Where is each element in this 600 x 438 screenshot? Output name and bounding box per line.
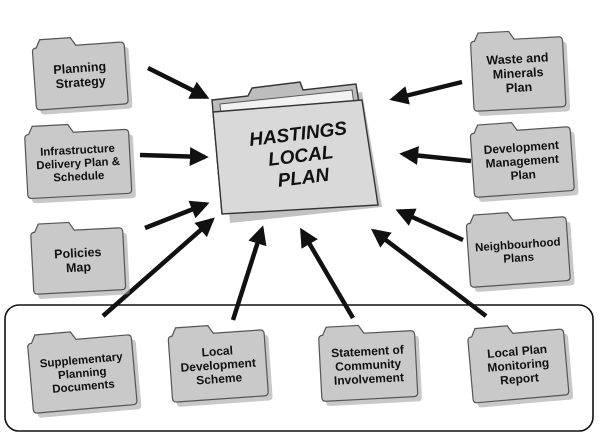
card-label-line: Map [66,260,92,275]
card-label-line: Plans [503,252,534,266]
card-label-line: Delivery Plan & [36,156,120,172]
card-label-line: Policies [54,245,102,261]
arrow-waste-minerals [389,79,463,105]
arrow-infrastructure [139,147,209,166]
arrow-group [101,65,488,321]
arrow-local-development-scheme [230,225,267,321]
card-label-line: Local [201,343,233,359]
card-label-line: Strategy [55,74,106,91]
card-body [30,221,127,295]
card-body [470,30,567,112]
card-body [31,36,129,111]
card-label-line: Planning [58,366,107,382]
card-label-line: Community [335,356,402,373]
card-label-line: Scheme [196,370,243,387]
card-label-line: Report [500,370,540,387]
card-label-line: Involvement [334,370,405,388]
card-body [465,212,571,288]
card-label-line: Plan [505,80,532,95]
card-label-line: Minerals [492,65,543,82]
card-label-line: Planning [53,59,107,77]
folder-front [212,99,379,215]
card-label-line: Schedule [53,170,105,185]
arrow-planning-strategy [146,65,210,100]
card-label-line: Plan [510,167,536,183]
card-label-line: Development [483,138,559,157]
arrow-statement-community [300,227,355,320]
card-body [24,123,133,200]
folder-icon: HASTINGS LOCAL PLAN [211,81,382,223]
card-label-line: Infrastructure [40,143,115,159]
card-label-line: Local Plan [487,342,548,361]
card-label-line: Statement of [331,342,405,360]
arrow-supplementary [101,217,215,318]
card-body [469,122,575,198]
card-body [467,325,570,404]
card-label-line: Neighbourhood [475,236,561,254]
card-label-line: Management [485,152,559,171]
arrow-monitoring-report [370,228,488,318]
arrow-policies-map [144,200,210,231]
card-body [27,331,138,414]
card-label-line: Development [180,356,256,375]
arrow-neighbourhood [395,208,464,243]
card-label-line: Waste and [486,50,549,67]
card-body [318,324,419,402]
bottom-group-frame [4,304,594,432]
card-label-line: Documents [52,378,115,395]
card-label-line: Monitoring [487,356,550,375]
card-body [167,325,269,403]
arrow-development-management [399,146,472,165]
